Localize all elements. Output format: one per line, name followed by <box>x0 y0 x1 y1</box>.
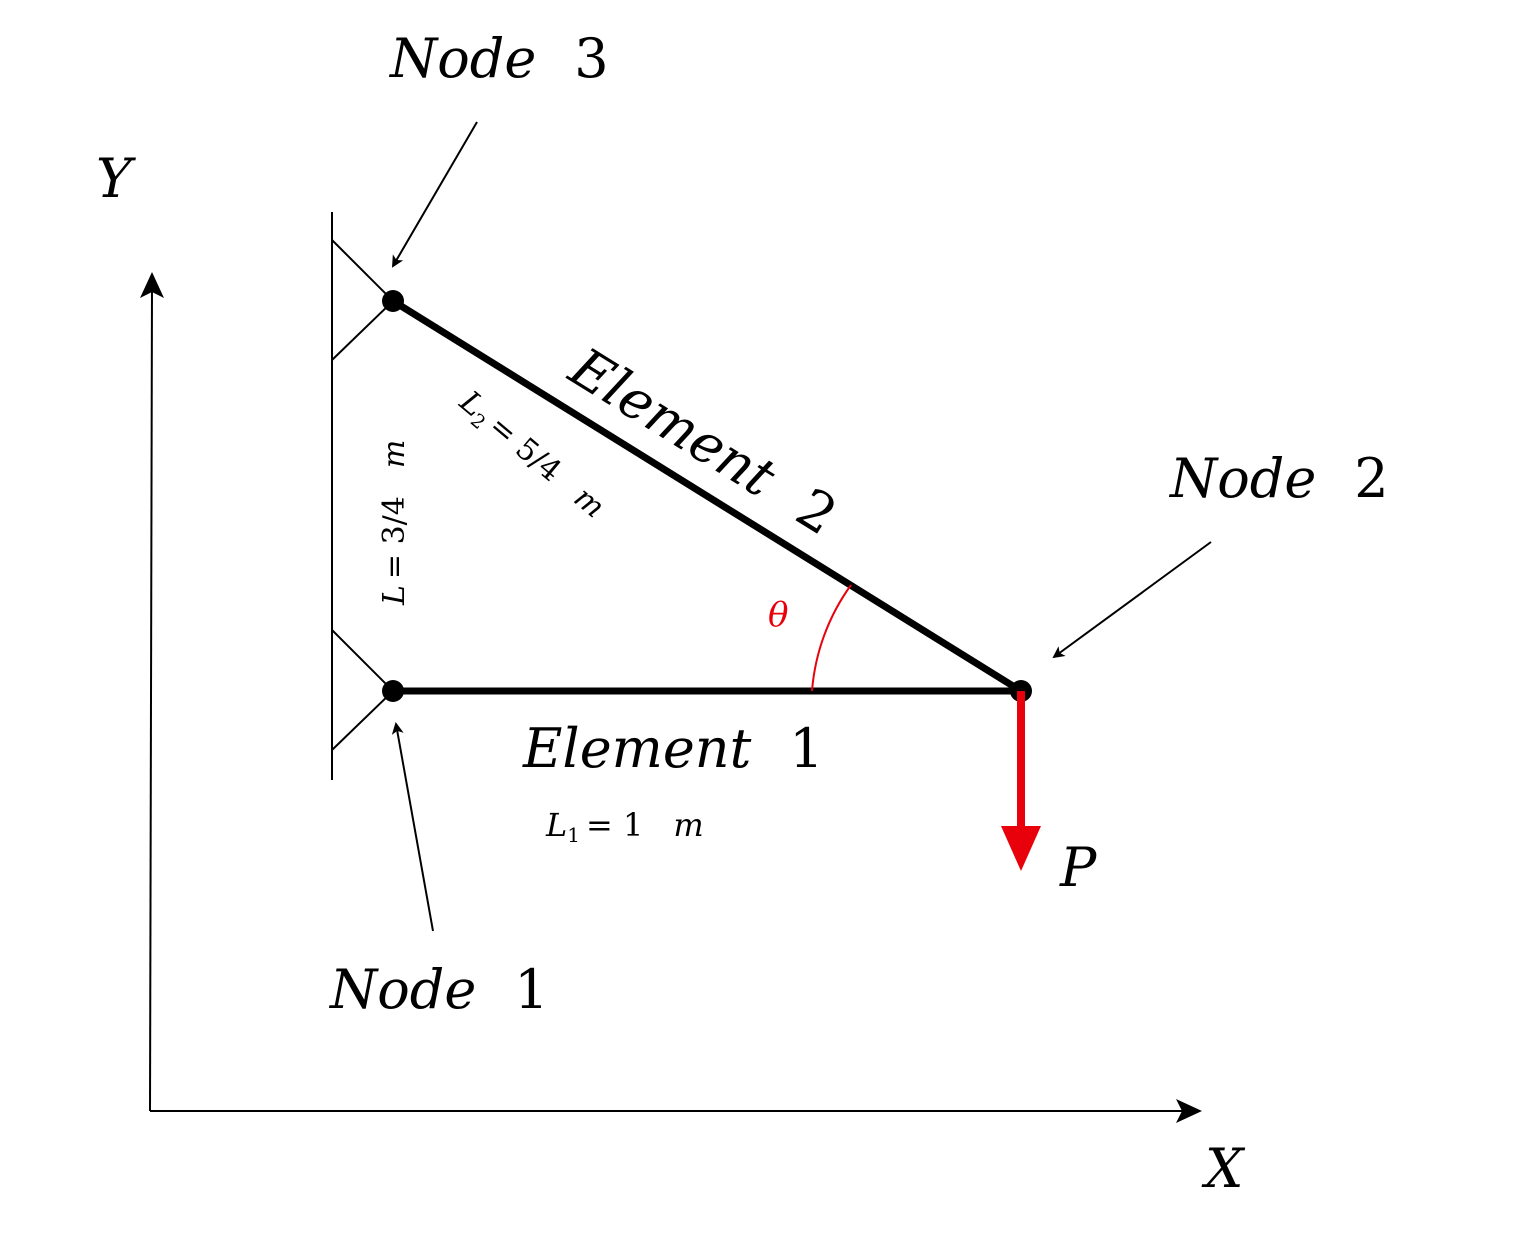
element-2-bar <box>391 298 1023 694</box>
coordinate-axes: Y X <box>96 147 1246 1200</box>
y-axis <box>149 284 153 1112</box>
y-axis-arrowhead <box>140 272 164 298</box>
load-arrow <box>1001 691 1041 871</box>
element-2-label: Element2 <box>558 335 848 548</box>
angle-label: θ <box>768 595 788 635</box>
node-1-point <box>382 680 404 702</box>
support-hatch-top-2 <box>331 300 394 361</box>
node-1-pointer <box>391 722 434 932</box>
support-hatch-bottom-2 <box>331 690 394 751</box>
node-3-point <box>382 290 404 312</box>
node-3-pointer <box>391 121 478 268</box>
load-arrowhead <box>1001 826 1041 871</box>
support-hatch-bottom-1 <box>331 629 394 692</box>
y-axis-label: Y <box>96 147 136 210</box>
wall-support <box>331 212 394 780</box>
support-span-length-label: L= 3/4m <box>377 440 412 606</box>
node-2-pointer <box>1052 541 1212 659</box>
angle-arc <box>811 584 852 692</box>
support-hatch-top-1 <box>331 239 394 302</box>
load-label: P <box>1059 836 1098 899</box>
x-axis-label: X <box>1201 1137 1246 1200</box>
x-axis-arrowhead <box>1176 1099 1202 1123</box>
